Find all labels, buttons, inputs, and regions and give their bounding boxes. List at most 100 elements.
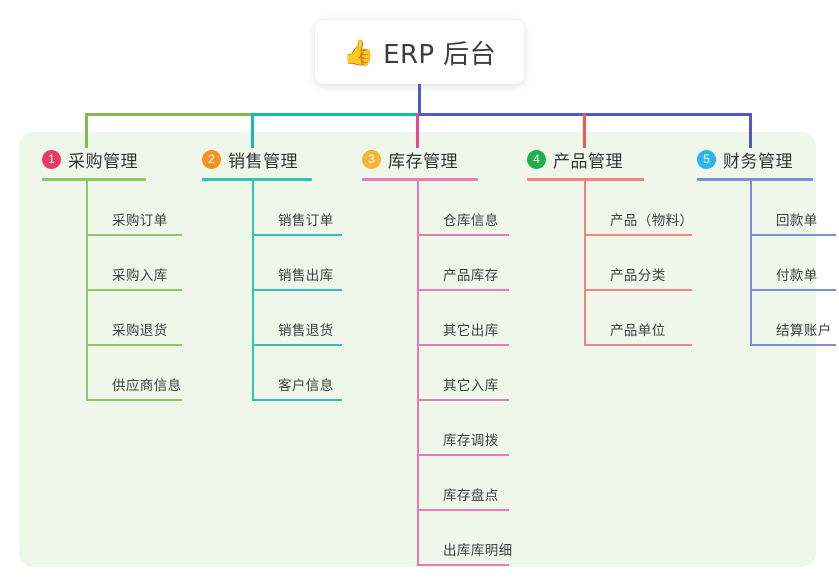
leaf-label: 其它入库 (443, 378, 499, 394)
leaf-label: 产品分类 (610, 268, 666, 284)
leaf-node[interactable]: 出库库明细 (417, 511, 512, 566)
column-title: 产品管理 (553, 151, 623, 172)
leaf-rule (86, 289, 182, 291)
leaf-rule (417, 234, 509, 236)
leaf-label: 销售订单 (278, 213, 334, 229)
column-spine (86, 181, 88, 401)
column-items: 仓库信息产品库存其它出库其它入库库存调拨库存盘点出库库明细 (417, 181, 512, 566)
column-3: 3 库存管理仓库信息产品库存其它出库其它入库库存调拨库存盘点出库库明细 (362, 146, 512, 566)
column-badge-4: 4 (527, 149, 546, 169)
leaf-label: 出库库明细 (443, 543, 513, 559)
column-rule (527, 178, 644, 181)
column-rule (42, 178, 146, 181)
column-header-1[interactable]: 1 采购管理 (42, 146, 146, 172)
column-title: 财务管理 (723, 151, 793, 172)
column-badge-2: 2 (202, 149, 221, 169)
leaf-node[interactable]: 采购退货 (86, 291, 182, 346)
column-items: 采购订单采购入库采购退货供应商信息 (86, 181, 182, 401)
leaf-node[interactable]: 其它出库 (417, 291, 509, 346)
column-5: 5 财务管理回款单付款单结算账户 (697, 146, 836, 346)
thumbs-up-icon: 👍 (343, 38, 375, 67)
leaf-label: 仓库信息 (443, 213, 499, 229)
leaf-rule (750, 344, 836, 346)
leaf-node[interactable]: 客户信息 (252, 346, 342, 401)
column-spine (584, 181, 586, 346)
leaf-rule (417, 344, 509, 346)
column-4: 4 产品管理产品（物料） 产品分类产品单位 (527, 146, 693, 346)
leaf-rule (417, 564, 509, 566)
leaf-label: 采购退货 (112, 323, 168, 339)
column-header-4[interactable]: 4 产品管理 (527, 146, 644, 172)
column-items: 销售订单销售出库销售退货客户信息 (252, 181, 342, 401)
column-items: 产品（物料） 产品分类产品单位 (584, 181, 693, 346)
column-badge-5: 5 (697, 149, 716, 169)
leaf-label: 其它出库 (443, 323, 499, 339)
connector-green-bar (85, 113, 253, 116)
column-2: 2 销售管理销售订单销售出库销售退货客户信息 (202, 146, 342, 401)
column-spine (252, 181, 254, 401)
leaf-rule (86, 234, 182, 236)
leaf-node[interactable]: 产品分类 (584, 236, 692, 291)
column-spine (750, 181, 752, 346)
leaf-rule (417, 509, 509, 511)
column-title: 销售管理 (228, 151, 298, 172)
leaf-node[interactable]: 销售退货 (252, 291, 342, 346)
column-badge-1: 1 (42, 149, 61, 169)
connector-drop-product (583, 113, 586, 148)
leaf-rule (417, 454, 509, 456)
leaf-rule (252, 399, 342, 401)
leaf-node[interactable]: 采购入库 (86, 236, 182, 291)
leaf-rule (252, 234, 342, 236)
leaf-rule (584, 344, 692, 346)
column-badge-3: 3 (362, 149, 381, 169)
root-node-title: ERP 后台 (383, 39, 496, 70)
column-title: 库存管理 (388, 151, 458, 172)
leaf-node[interactable]: 付款单 (750, 236, 836, 291)
leaf-label: 销售退货 (278, 323, 334, 339)
leaf-node[interactable]: 产品（物料） (584, 181, 693, 236)
leaf-rule (584, 234, 692, 236)
leaf-node[interactable]: 其它入库 (417, 346, 509, 401)
column-header-5[interactable]: 5 财务管理 (697, 146, 813, 172)
leaf-label: 库存盘点 (443, 488, 499, 504)
leaf-node[interactable]: 结算账户 (750, 291, 836, 346)
leaf-node[interactable]: 产品单位 (584, 291, 692, 346)
leaf-rule (252, 344, 342, 346)
root-node[interactable]: 👍 ERP 后台 (315, 20, 524, 84)
column-rule (362, 178, 478, 181)
column-header-3[interactable]: 3 库存管理 (362, 146, 478, 172)
column-items: 回款单付款单结算账户 (750, 181, 836, 346)
leaf-rule (86, 344, 182, 346)
leaf-node[interactable]: 销售出库 (252, 236, 342, 291)
leaf-node[interactable]: 产品库存 (417, 236, 509, 291)
leaf-label: 付款单 (776, 268, 818, 284)
leaf-node[interactable]: 库存盘点 (417, 456, 509, 511)
root-stem (418, 84, 421, 116)
leaf-rule (417, 289, 509, 291)
leaf-label: 产品（物料） (610, 213, 694, 229)
connector-drop-inventory (416, 113, 419, 148)
connector-drop-sales (251, 113, 254, 148)
leaf-label: 客户信息 (278, 378, 334, 394)
column-title: 采购管理 (68, 151, 138, 172)
leaf-label: 库存调拨 (443, 433, 499, 449)
column-1: 1 采购管理采购订单采购入库采购退货供应商信息 (42, 146, 182, 401)
leaf-node[interactable]: 采购订单 (86, 181, 182, 236)
leaf-label: 结算账户 (776, 323, 832, 339)
leaf-label: 产品单位 (610, 323, 666, 339)
leaf-node[interactable]: 库存调拨 (417, 401, 509, 456)
leaf-label: 回款单 (776, 213, 818, 229)
leaf-node[interactable]: 销售订单 (252, 181, 342, 236)
leaf-node[interactable]: 供应商信息 (86, 346, 182, 401)
connector-drop-purchase (85, 113, 88, 148)
leaf-label: 采购订单 (112, 213, 168, 229)
column-rule (202, 178, 312, 181)
leaf-rule (750, 234, 836, 236)
leaf-node[interactable]: 仓库信息 (417, 181, 509, 236)
column-spine (417, 181, 419, 566)
column-header-2[interactable]: 2 销售管理 (202, 146, 312, 172)
leaf-rule (750, 289, 836, 291)
connector-drop-finance (749, 113, 752, 148)
leaf-node[interactable]: 回款单 (750, 181, 836, 236)
leaf-label: 采购入库 (112, 268, 168, 284)
